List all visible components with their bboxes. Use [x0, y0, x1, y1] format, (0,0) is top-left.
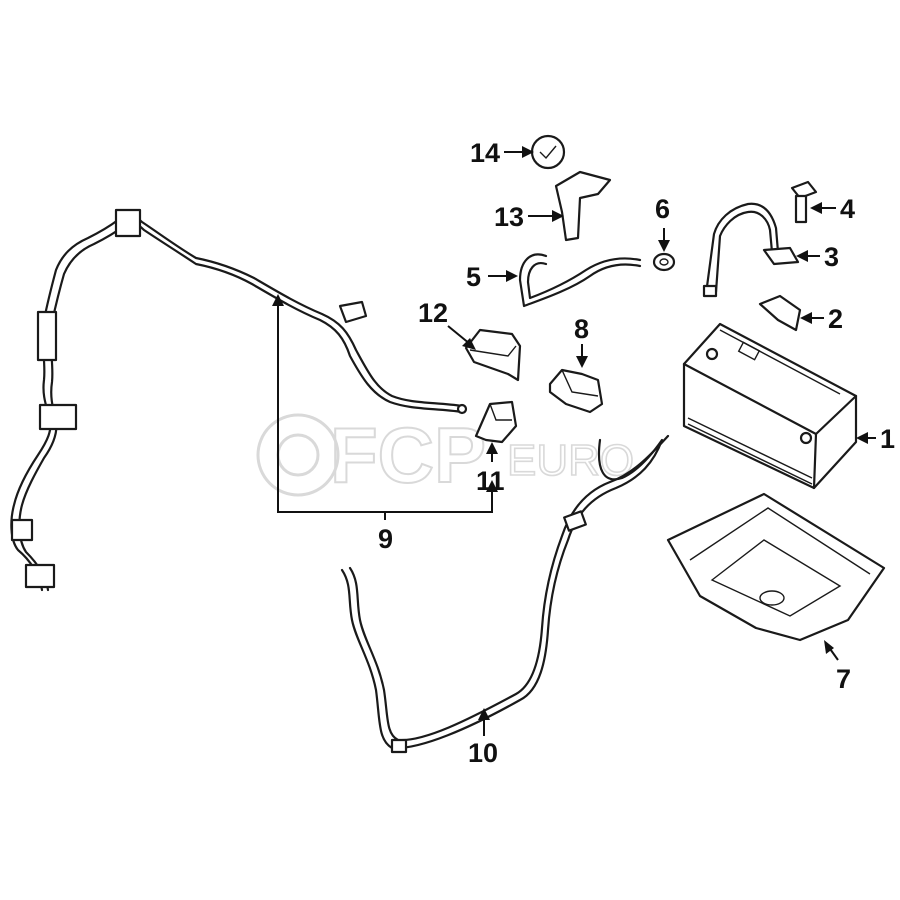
negative-cable [340, 434, 670, 754]
battery [682, 322, 858, 490]
terminal-cover [548, 368, 604, 414]
callout-labels: 14 13 5 6 4 3 2 12 8 11 9 1 7 10 [378, 138, 895, 768]
hold-down-clamp [758, 294, 802, 332]
callout-6: 6 [655, 194, 670, 224]
callout-3: 3 [824, 242, 839, 272]
grommet [652, 252, 676, 272]
cable-bracket [474, 400, 518, 444]
retainer [554, 170, 612, 242]
junction-cover [464, 328, 522, 382]
callout-5: 5 [466, 262, 481, 292]
callout-11: 11 [476, 466, 505, 496]
callout-1: 1 [880, 424, 895, 454]
callout-14: 14 [470, 138, 500, 168]
hold-down-bracket [702, 202, 800, 298]
bolt [790, 180, 818, 224]
callout-4: 4 [840, 194, 855, 224]
clip [530, 134, 566, 170]
callout-7: 7 [836, 664, 851, 694]
callout-9: 9 [378, 524, 393, 554]
battery-tray [666, 492, 886, 642]
callout-12: 12 [418, 298, 448, 328]
callout-2: 2 [828, 304, 843, 334]
positive-cable-harness [10, 208, 468, 592]
callout-13: 13 [494, 202, 524, 232]
callout-10: 10 [468, 738, 498, 768]
callout-9-leader [272, 294, 498, 520]
watermark-suffix: EURO [507, 436, 634, 485]
watermark: FCP EURO [256, 410, 635, 500]
leaders [447, 146, 876, 736]
callout-8: 8 [574, 314, 589, 344]
vent-tube [518, 253, 642, 308]
watermark-brand: FCP [330, 411, 486, 499]
